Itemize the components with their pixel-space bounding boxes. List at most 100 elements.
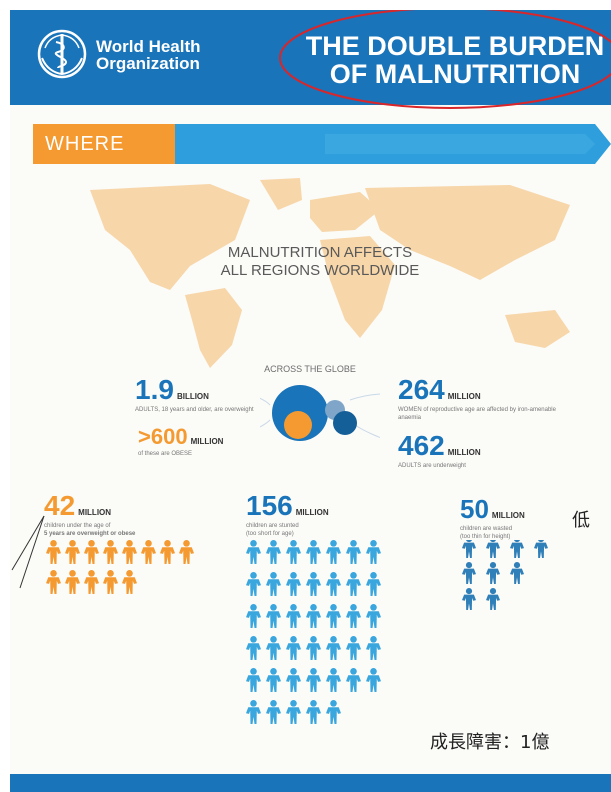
stunted-child-icon [326, 604, 341, 628]
stunted-child-icon [346, 636, 361, 660]
overweight-child-icon [160, 540, 175, 564]
stat-unit: MILLION [295, 508, 329, 517]
stunted-child-icon [266, 700, 281, 724]
stunted-child-icon [266, 668, 281, 692]
stunted-child-icon [286, 636, 301, 660]
stunted-child-icon [306, 668, 321, 692]
overweight-child-icon [84, 540, 99, 564]
stunted-child-icon [306, 572, 321, 596]
wasted-child-icon [462, 540, 476, 558]
stat-desc-line-2: (too thin for height) [460, 534, 511, 540]
stunted-child-icon [286, 604, 301, 628]
stat-value: 462 [398, 430, 445, 461]
header-band: World Health Organization THE DOUBLE BUR… [10, 10, 611, 105]
overweight-child-icon [46, 570, 61, 594]
footer-band [10, 774, 611, 792]
stunted-child-icon [286, 540, 301, 564]
stat-value: 42 [44, 490, 76, 521]
stunted-child-icon [246, 700, 261, 724]
overweight-child-icon [141, 540, 156, 564]
stat-desc: of these are OBESE [138, 451, 193, 457]
children-pictograms [46, 540, 548, 724]
wasted-child-icon [486, 540, 500, 558]
stunted-child-icon [346, 540, 361, 564]
overweight-child-icon [84, 570, 99, 594]
stat-value: >600 [138, 424, 188, 449]
stunted-child-icon [246, 540, 261, 564]
map-caption-line-2: ALL REGIONS WORLDWIDE [220, 262, 420, 279]
stunted-child-icon [326, 572, 341, 596]
overweight-child-icon [103, 540, 118, 564]
overweight-child-icon [46, 540, 61, 564]
stunted-child-icon [246, 572, 261, 596]
stat-desc: ADULTS, 18 years and older, are overweig… [135, 407, 254, 413]
wasted-child-icon [510, 540, 524, 558]
overweight-child-icon [122, 540, 137, 564]
stunted-child-icon [326, 636, 341, 660]
infographic-poster: World Health Organization THE DOUBLE BUR… [10, 10, 611, 792]
wasted-child-icon [510, 562, 524, 584]
stunted-child-icon [306, 636, 321, 660]
map-caption: MALNUTRITION AFFECTS ALL REGIONS WORLDWI… [170, 244, 470, 280]
where-section-tab: WHERE [33, 124, 175, 164]
stat-value: 156 [246, 490, 293, 521]
globe-circles-graphic [260, 385, 380, 441]
stunted-child-icon [286, 700, 301, 724]
callout-lines [11, 515, 45, 589]
stat-unit: MILLION [78, 508, 112, 517]
stat-unit: MILLION [447, 392, 481, 401]
stat-unit: BILLION [176, 392, 209, 401]
stat-desc-line-1: children are wasted [460, 526, 513, 532]
stunted-child-icon [266, 636, 281, 660]
overweight-child-icon [122, 570, 137, 594]
stunted-child-icon [306, 604, 321, 628]
stunted-child-icon [366, 572, 381, 596]
across-globe-label: ACROSS THE GLOBE [264, 364, 356, 374]
stunted-child-icon [266, 572, 281, 596]
stunted-child-icon [346, 572, 361, 596]
stat-desc-line-1: children under the age of [44, 523, 111, 529]
stunted-child-icon [326, 540, 341, 564]
stat-unit: MILLION [491, 511, 525, 520]
stunted-child-icon [366, 636, 381, 660]
red-annotation-oval [279, 10, 611, 109]
stunted-child-icon [246, 668, 261, 692]
stat-desc: ADULTS are underweight [398, 463, 466, 469]
wasted-child-icon [534, 540, 548, 558]
section-arrow-bar [175, 124, 611, 164]
stunted-child-icon [346, 604, 361, 628]
page-title: THE DOUBLE BURDEN OF MALNUTRITION [290, 32, 611, 88]
japanese-note-bottom: 成長障害：1億 [430, 732, 550, 753]
world-map [90, 178, 570, 368]
wasted-child-icon [462, 562, 476, 584]
stunted-child-icon [306, 540, 321, 564]
overweight-child-icon [65, 570, 80, 594]
stunted-child-icon [246, 636, 261, 660]
map-caption-line-1: MALNUTRITION AFFECTS [227, 244, 413, 261]
stunted-child-icon [366, 540, 381, 564]
title-line-2: OF MALNUTRITION [329, 59, 581, 89]
stunted-child-icon [286, 668, 301, 692]
stat-desc-line-2: 5 years are overweight or obese [44, 531, 136, 537]
stunted-child-icon [346, 668, 361, 692]
stunted-child-icon [326, 668, 341, 692]
japanese-note-right: 低 [572, 510, 590, 531]
stunted-child-icon [306, 700, 321, 724]
overweight-child-icon [179, 540, 194, 564]
stat-desc-line-1: children are stunted [246, 523, 299, 529]
overweight-child-icon [103, 570, 118, 594]
stunted-child-icon [266, 604, 281, 628]
stat-unit: MILLION [190, 437, 224, 446]
stunted-child-icon [286, 572, 301, 596]
org-name: World Health Organization [96, 37, 201, 73]
stat-unit: MILLION [447, 448, 481, 457]
stat-desc-line-2: (too short for age) [246, 531, 294, 537]
wasted-child-icon [486, 588, 500, 610]
